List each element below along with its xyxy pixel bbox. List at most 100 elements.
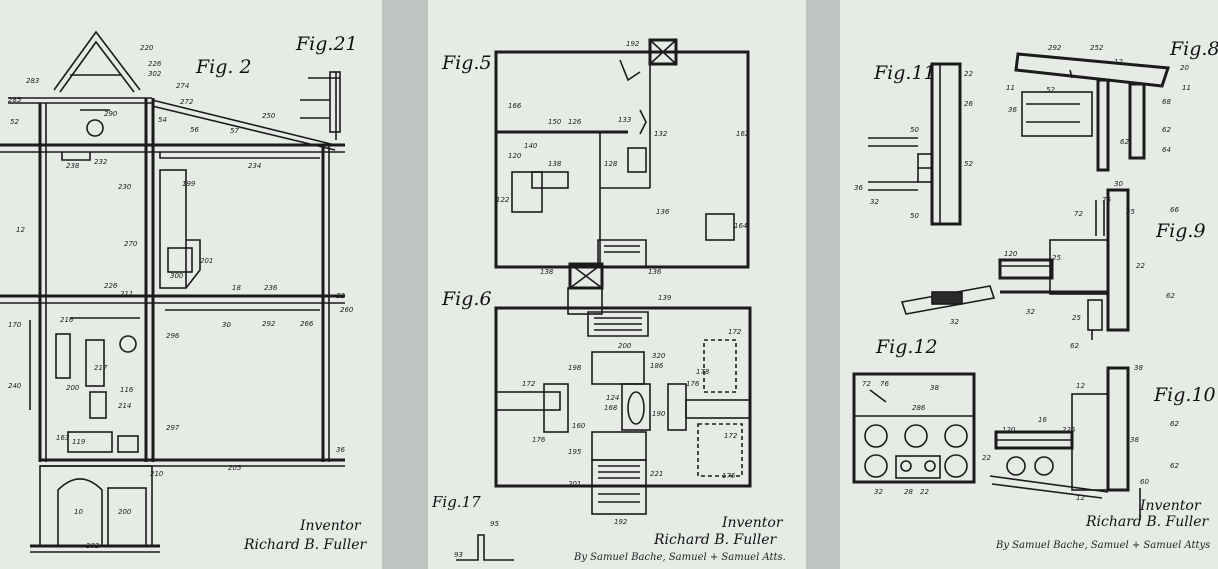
inventor-name: Richard B. Fuller	[654, 532, 777, 548]
ref-numeral: 260	[340, 306, 354, 314]
ref-numeral: 176	[686, 380, 700, 388]
ref-numeral: 22	[920, 488, 929, 496]
ref-numeral: 54	[158, 116, 167, 124]
ref-numeral: 22	[964, 70, 973, 78]
fig5-fig6-floor-plans	[456, 38, 752, 561]
ref-numeral: 214	[118, 402, 132, 410]
ref-numeral: 201	[200, 257, 214, 265]
ref-numeral: 64	[1162, 146, 1171, 154]
ref-numeral: 62	[1170, 420, 1179, 428]
ref-numeral: 162	[736, 130, 750, 138]
ref-numeral: 210	[150, 470, 164, 478]
inventor-label: Inventor	[1140, 498, 1201, 514]
ref-numeral: 52	[10, 118, 19, 126]
ref-numeral: 62	[1166, 292, 1175, 300]
ref-numeral: 62	[1170, 462, 1179, 470]
ref-numeral: 172	[724, 432, 738, 440]
fig-2-label: Fig. 2	[196, 56, 252, 78]
ref-numeral: 122	[496, 196, 510, 204]
ref-numeral: 32	[870, 198, 879, 206]
ref-numeral: 292	[262, 320, 276, 328]
ref-numeral: 230	[118, 183, 132, 191]
ref-numeral: 25	[1052, 254, 1061, 262]
ref-numeral: 120	[1002, 426, 1016, 434]
ref-numeral: 38	[1130, 436, 1139, 444]
fig-6-label: Fig.6	[442, 288, 492, 310]
ref-numeral: 26	[964, 100, 973, 108]
ref-numeral: 25	[1072, 314, 1081, 322]
ref-numeral: 18	[232, 284, 241, 292]
ref-numeral: 22	[1136, 262, 1145, 270]
ref-numeral: 133	[618, 116, 632, 124]
ref-numeral: 35	[1126, 208, 1135, 216]
ref-numeral: 290	[104, 110, 118, 118]
ref-numeral: 286	[912, 404, 926, 412]
ref-numeral: 50	[910, 126, 919, 134]
fig8-12-detail-drawings	[852, 52, 1171, 520]
ref-numeral: 66	[1170, 206, 1179, 214]
ref-numeral: 132	[654, 130, 668, 138]
ref-numeral: 217	[94, 364, 108, 372]
ref-numeral: 150	[548, 118, 562, 126]
ref-numeral: 140	[524, 142, 538, 150]
fig-21-label: Fig.21	[296, 33, 358, 55]
ref-numeral: 192	[614, 518, 628, 526]
ref-numeral: 270	[124, 240, 138, 248]
ref-numeral: 60	[1140, 478, 1149, 486]
fig-5-label: Fig.5	[442, 52, 492, 74]
ref-numeral: 76	[880, 380, 889, 388]
ref-numeral: 198	[568, 364, 582, 372]
ref-numeral: 136	[656, 208, 670, 216]
ref-numeral: 28	[904, 488, 913, 496]
ref-numeral: 240	[8, 382, 22, 390]
ref-numeral: 50	[910, 212, 919, 220]
ref-numeral: 164	[734, 222, 748, 230]
inventor-label: Inventor	[300, 518, 361, 534]
ref-numeral: 292	[1048, 44, 1062, 52]
ref-numeral: 202	[86, 542, 100, 550]
ref-numeral: 320	[652, 352, 666, 360]
ref-numeral: 36	[1008, 106, 1017, 114]
ref-numeral: 201	[568, 480, 582, 488]
ref-numeral: 220	[140, 44, 154, 52]
ref-numeral: 12	[16, 226, 25, 234]
ref-numeral: 232	[94, 158, 108, 166]
ref-numeral: 139	[658, 294, 672, 302]
ref-numeral: 199	[182, 180, 196, 188]
ref-numeral: 12	[1076, 382, 1085, 390]
ref-numeral: 236	[264, 284, 278, 292]
ref-numeral: 38	[1134, 364, 1143, 372]
ref-numeral: 22	[982, 454, 991, 462]
ref-numeral: 12	[1114, 58, 1123, 66]
ref-numeral: 200	[118, 508, 132, 516]
ref-numeral: 16	[1038, 416, 1047, 424]
ref-numeral: 10	[74, 508, 83, 516]
ref-numeral: 12	[1076, 494, 1085, 502]
ref-numeral: 200	[618, 342, 632, 350]
ref-numeral: 62	[1070, 342, 1079, 350]
ref-numeral: 285	[8, 96, 22, 104]
ref-numeral: 170	[8, 321, 22, 329]
ref-numeral: 22	[336, 292, 345, 300]
fig-10-label: Fig.10	[1154, 384, 1216, 406]
ref-numeral: 120	[508, 152, 522, 160]
ref-numeral: 178	[696, 368, 710, 376]
ref-numeral: 300	[170, 272, 184, 280]
ref-numeral: 93	[454, 551, 463, 559]
ref-numeral: 186	[650, 362, 664, 370]
ref-numeral: 272	[180, 98, 194, 106]
inventor-name: Richard B. Fuller	[244, 537, 367, 553]
ref-numeral: 226	[148, 60, 162, 68]
ref-numeral: 168	[604, 404, 618, 412]
ref-numeral: 163	[56, 434, 70, 442]
ref-numeral: 226	[1062, 426, 1076, 434]
patent-sheet-1: Fig. 2 Fig.21 Inventor Richard B. Fuller…	[0, 0, 382, 569]
ref-numeral: 172	[728, 328, 742, 336]
ref-numeral: 72	[1074, 210, 1083, 218]
attorney-signature: By Samuel Bache, Samuel + Samuel Atts.	[574, 552, 786, 563]
ref-numeral: 11	[1006, 84, 1015, 92]
ref-numeral: 221	[650, 470, 664, 478]
ref-numeral: 52	[1046, 86, 1055, 94]
ref-numeral: 250	[262, 112, 276, 120]
ref-numeral: 211	[120, 290, 134, 298]
